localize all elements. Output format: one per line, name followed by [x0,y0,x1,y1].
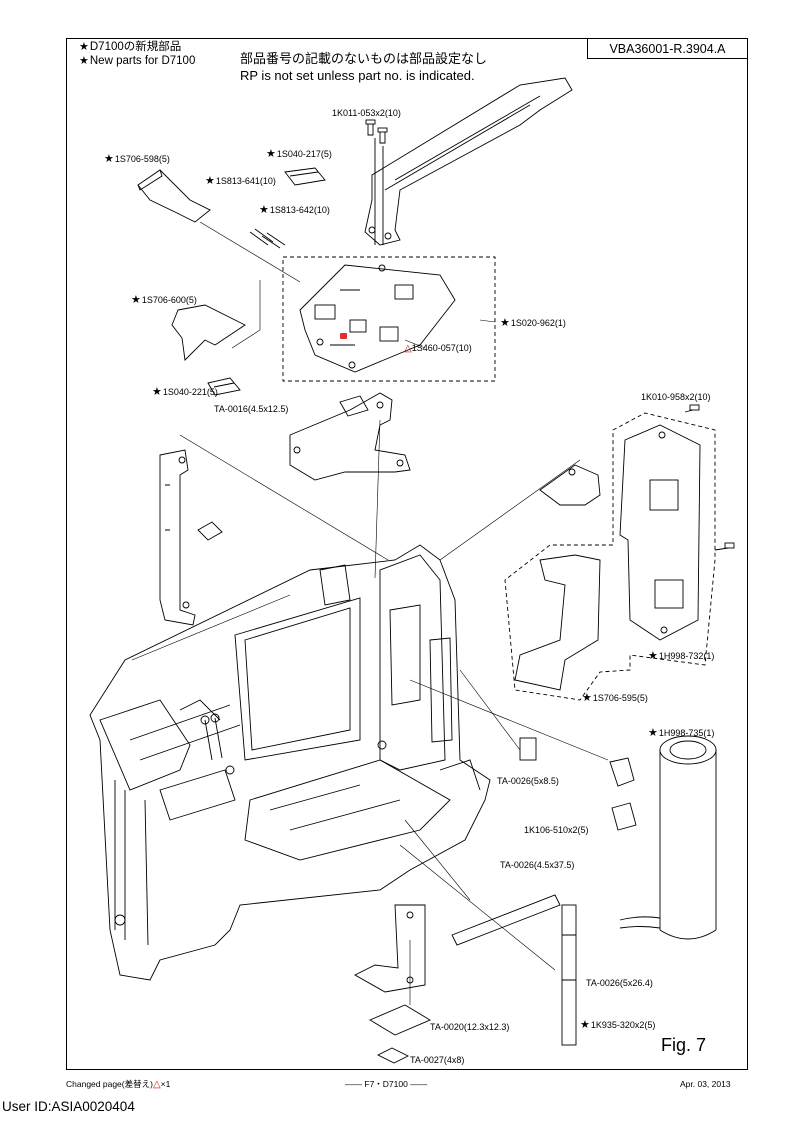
main-pcb [299,264,456,373]
new-parts-jp: D7100の新規部品 [79,40,195,54]
part-label: 1H998-732(1) [648,651,715,662]
part-label: 1K935-320x2(5) [580,1020,656,1031]
tape-small-left [197,521,223,541]
flexible-cable-598 [137,169,211,223]
part-label: 1K106-510x2(5) [524,825,589,835]
part-label: TA-0020(12.3x12.3) [430,1022,510,1032]
drawing-frame [66,38,748,1070]
flexible-cable-600 [171,304,246,361]
document-id: VBA36001-R.3904.A [587,38,748,59]
rp-note-en: RP is not set unless part no. is indicat… [240,68,475,83]
new-parts-en: New parts for D7100 [79,54,195,68]
tape-4x8 [376,1047,410,1064]
part-label: 1S813-642(10) [259,205,330,216]
part-label: TA-0027(4x8) [410,1055,465,1065]
part-label: 1S020-962(1) [500,318,566,329]
main-chassis [89,544,491,981]
part-label: 1K010-958x2(10) [641,392,711,402]
tape-strip-26-4 [561,904,577,1046]
small-right-bracket [539,464,601,506]
part-label: 1S040-221(5) [152,387,218,398]
part-label: 1K011-053x2(10) [332,108,401,118]
changed-triangle-icon: △ [404,343,412,354]
tape-5x8-5 [519,737,537,761]
part-label: 1S706-595(5) [582,693,648,704]
changed-triangle-icon: △ [152,1079,161,1090]
tape-square-12-3 [369,1004,431,1036]
figure-label: Fig. 7 [661,1035,707,1055]
leader-lines [131,221,609,1005]
part-label: TA-0026(5x8.5) [497,776,559,786]
pins-641-642 [249,228,286,249]
tape-pads-510 [609,757,637,831]
right-pcb-module [619,424,701,641]
part-label: 1S813-641(10) [205,176,276,187]
right-module-dashed-box [504,412,716,701]
part-label: 1H998-735(1) [648,728,715,739]
part-label: 1S706-598(5) [104,154,170,165]
user-id: User ID:ASIA0020404 [2,1099,135,1114]
part-label: 1S706-600(5) [131,295,197,306]
footer-date: Apr. 03, 2013 [680,1079,731,1089]
rp-note: 部品番号の記載のないものは部品設定なし RP is not set unless… [240,50,487,84]
rp-note-jp: 部品番号の記載のないものは部品設定なし [240,51,488,66]
part-label: TA-0016(4.5x12.5) [214,404,289,414]
new-parts-legend: D7100の新規部品 New parts for D7100 [79,40,195,68]
top-bracket [364,77,573,246]
battery-cylinder [619,735,717,940]
flexible-cable-595 [514,554,601,691]
middle-bracket [289,392,411,481]
part-label-changed: △1S460-057(10) [404,343,472,354]
bottom-bracket [354,904,426,993]
part-label: 1S040-217(5) [266,149,332,160]
footer-changed: Changed page(差替え)△×1 [66,1079,171,1090]
footer-page: —— F7・D7100 —— [345,1079,428,1089]
connector-217 [284,167,326,186]
tape-strip-37-5 [451,894,561,946]
part-label: TA-0026(5x26.4) [586,978,653,988]
pcb-dashed-box [282,256,496,382]
right-screws [684,404,735,551]
changed-part-marker [340,333,347,339]
left-frame-bracket [159,449,196,626]
screw-icon-group [365,119,388,245]
part-label: TA-0026(4.5x37.5) [500,860,575,870]
